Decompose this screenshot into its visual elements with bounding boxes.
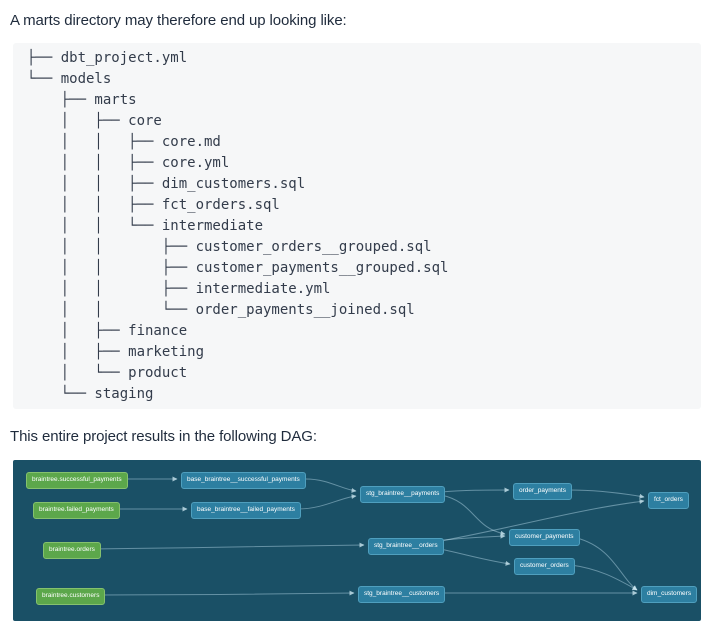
dag-node-customer_orders[interactable]: customer_orders: [514, 558, 575, 575]
dag-caption: This entire project results in the follo…: [10, 428, 317, 445]
dag-edge-customer_payments--dim_customers: [576, 537, 638, 591]
dag-node-braintree.orders[interactable]: braintree.orders: [43, 542, 101, 559]
dag-edge-stg_braintree__orders--customer_orders: [434, 547, 511, 566]
dag-edge-base_braintree__failed_payments--stg_braintree__payments: [297, 494, 357, 510]
dag-node-base_braintree__successful_payments[interactable]: base_braintree__successful_payments: [181, 472, 306, 489]
dag-node-order_payments[interactable]: order_payments: [513, 483, 572, 500]
dag-node-braintree.failed_payments[interactable]: braintree.failed_payments: [33, 502, 120, 519]
dag-node-fct_orders[interactable]: fct_orders: [648, 492, 689, 509]
dag-node-stg_braintree__orders[interactable]: stg_braintree__orders: [368, 538, 444, 555]
dag-edge-braintree.customers--stg_braintree__customers: [100, 590, 355, 596]
dag-canvas: braintree.successful_payments base_braint…: [13, 460, 701, 621]
dag-node-stg_braintree__customers[interactable]: stg_braintree__customers: [358, 586, 446, 603]
dag-node-dim_customers[interactable]: dim_customers: [641, 586, 698, 603]
dag-node-braintree.successful_payments[interactable]: braintree.successful_payments: [26, 472, 128, 489]
dag-edge-stg_braintree__payments--customer_payments: [440, 494, 506, 536]
intro-text: A marts directory may therefore end up l…: [10, 12, 347, 29]
dag-edge-braintree.orders--stg_braintree__orders: [92, 542, 365, 550]
directory-tree: ├── dbt_project.yml └── models ├── marts…: [13, 43, 701, 409]
dag-edge-stg_braintree__orders--fct_orders: [434, 499, 645, 543]
dag-edge-order_payments--fct_orders: [568, 489, 645, 499]
dag-edge-stg_braintree__payments--order_payments: [440, 487, 510, 493]
dag-edge-customer_orders--dim_customers: [570, 564, 638, 591]
dag-node-stg_braintree__payments[interactable]: stg_braintree__payments: [360, 486, 446, 503]
dag-edge-stg_braintree__orders--customer_payments: [434, 533, 506, 542]
dag-node-base_braintree__failed_payments[interactable]: base_braintree__failed_payments: [191, 502, 301, 519]
dag-node-braintree.customers[interactable]: braintree.customers: [36, 588, 106, 605]
dag-edge-base_braintree__successful_payments--stg_braintree__payments: [305, 478, 357, 493]
dag-node-customer_payments[interactable]: customer_payments: [509, 529, 580, 546]
